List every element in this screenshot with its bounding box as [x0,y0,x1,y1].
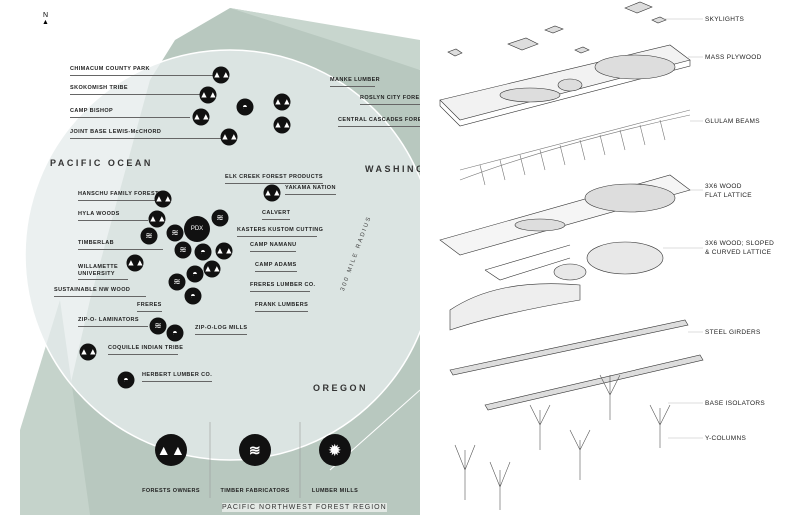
skylights [447,1,667,57]
forest-owner-marker[interactable]: ▲▲ [215,242,233,260]
lumber-mill-marker[interactable]: ◓ [117,371,135,389]
forest-owner-marker[interactable]: ▲▲ [212,66,230,84]
mass-plywood [439,44,691,127]
timber-fabricator-marker[interactable]: ≋ [211,209,229,227]
map-footer-title: PACIFIC NORTHWEST FOREST REGION [222,503,387,512]
label-washington: WASHINGTON [365,164,420,174]
flat-lattice [439,174,691,256]
site-label: WILLAMETTE UNIVERSITY [78,264,128,280]
label-curved-lattice: 3X6 WOOD; SLOPED & CURVED LATTICE [705,240,775,256]
curved-lattice [449,241,664,331]
label-flat-lattice: 3X6 WOOD FLAT LATTICE [705,183,752,199]
lumber-mill-marker[interactable]: ◓ [166,324,184,342]
site-label: CALVERT [262,210,291,220]
timber-fabricator-marker[interactable]: ≋ [140,227,158,245]
site-label: KASTERS KUSTOM CUTTING [237,227,323,237]
timber-fabricator-marker[interactable]: ≋ [174,241,192,259]
forest-owner-marker[interactable]: ▲▲ [273,116,291,134]
lumber-mill-marker[interactable]: ◓ [194,243,212,261]
label-steel-girders: STEEL GIRDERS [705,329,761,336]
site-label: CAMP ADAMS [255,262,297,272]
site-label: CHIMACUM COUNTY PARK [70,66,220,76]
site-label: COQUILLE INDIAN TRIBE [108,345,183,355]
label-oregon: OREGON [313,383,369,393]
legend-forest-owners: ▲▲FORESTS OWNERS [131,434,211,494]
y-columns [454,374,671,510]
label-y-columns: Y-COLUMNS [705,435,747,442]
forest-owner-marker[interactable]: ▲▲ [79,343,97,361]
timber-fabricator-marker[interactable]: ≋ [149,317,167,335]
label-skylights: SKYLIGHTS [705,16,745,23]
forest-owner-marker[interactable]: ▲▲ [126,254,144,272]
forest-owner-marker[interactable]: ▲▲ [263,184,281,202]
lumber-mill-marker[interactable]: ◓ [236,98,254,116]
site-label: ELK CREEK FOREST PRODUCTS [225,174,324,184]
site-label: HYLA WOODS [78,211,148,221]
site-label: FRANK LUMBERS [255,302,309,312]
site-label: CAMP BISHOP [70,108,190,118]
site-label: ZIP-O-LOG MILLS [195,325,248,335]
site-label: FRERES [137,302,162,312]
site-label: MANKE LUMBER [330,77,380,87]
timber-fabricator-marker[interactable]: ≋ [166,224,184,242]
site-label: TIMBERLAB [78,240,163,250]
label-glulam-beams: GLULAM BEAMS [705,118,760,125]
label-mass-plywood: MASS PLYWOOD [705,54,762,61]
site-label: HANSCHU FAMILY FOREST [78,191,160,201]
site-label: ROSLYN CITY FOREST [360,95,420,105]
glulam-beams [459,109,691,186]
site-label: HERBERT LUMBER CO. [142,372,213,382]
forest-owner-marker[interactable]: ▲▲ [273,93,291,111]
north-arrow-icon: N▲ [42,12,49,26]
exploded-structure-drawing [439,1,704,510]
forest-region-map: N▲ PACIFIC OCEAN WASHINGTON OREGON 300 M… [20,8,420,515]
legend-lumber-mills: ✹LUMBER MILLS [295,434,375,494]
label-pacific-ocean: PACIFIC OCEAN [50,158,153,168]
forest-owner-marker[interactable]: ▲▲ [148,210,166,228]
site-label: ZIP-O- LAMINATORS [78,317,148,327]
exploded-axonometric-diagram: SKYLIGHTS MASS PLYWOOD GLULAM BEAMS 3X6 … [420,0,786,515]
site-label: YAKAMA NATION [285,185,336,195]
site-label: FRERES LUMBER CO. [250,282,315,292]
site-label: CENTRAL CASCADES FOREST [338,117,420,127]
timber-fabricator-marker[interactable]: ≋ [168,273,186,291]
label-base-isolators: BASE ISOLATORS [705,400,765,407]
legend-timber-fabricators: ≋TIMBER FABRICATORS [215,434,295,494]
forest-owner-marker[interactable]: ▲▲ [203,260,221,278]
forest-owner-marker[interactable]: ▲▲ [199,86,217,104]
site-label: SKOKOMISH TRIBE [70,85,200,95]
lumber-mill-marker[interactable]: ◓ [186,265,204,283]
saw-blade-icon: ✹ [319,434,351,466]
lumber-mill-marker[interactable]: ◓ [184,287,202,305]
site-label: JOINT BASE LEWIS-McCHORD [70,129,225,139]
steel-girders [449,319,704,411]
waves-icon: ≋ [239,434,271,466]
forest-owner-marker[interactable]: ▲▲ [154,190,172,208]
site-label: SUSTAINABLE NW WOOD [54,287,146,297]
trees-icon: ▲▲ [155,434,187,466]
site-label: CAMP NAMANU [250,242,297,252]
forest-owner-marker[interactable]: ▲▲ [220,128,238,146]
pdx-marker[interactable]: PDX [184,216,210,242]
forest-owner-marker[interactable]: ▲▲ [192,108,210,126]
